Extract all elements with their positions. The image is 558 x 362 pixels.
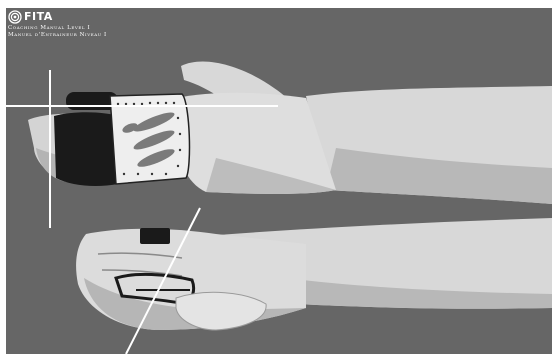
archery-target-icon <box>8 10 22 24</box>
caption-english: Coaching Manual Level I <box>8 25 107 32</box>
upper-hand <box>6 62 552 228</box>
caption-french: Manuel d'Entraineur Niveau I <box>8 32 107 39</box>
logo-row: FITA <box>8 9 107 25</box>
lower-hand <box>76 208 552 354</box>
illustration-frame: FITA Coaching Manual Level I Manuel d'En… <box>6 8 552 354</box>
brand-header: FITA Coaching Manual Level I Manuel d'En… <box>8 9 107 39</box>
finger-tab-illustration <box>6 8 552 354</box>
brand-name: FITA <box>24 10 53 24</box>
